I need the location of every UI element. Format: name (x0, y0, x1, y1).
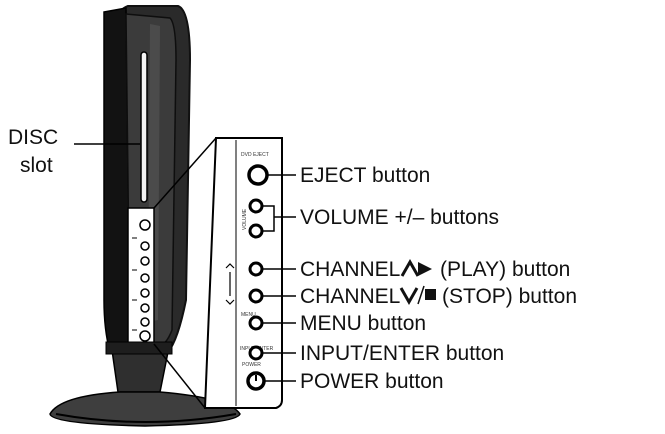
tv-body (49, 5, 241, 427)
channel-down-label: CHANNEL (STOP) button (300, 285, 577, 308)
channel-up-label-prefix: CHANNEL (300, 258, 400, 281)
volume-label: VOLUME +/– buttons (300, 206, 499, 229)
stand-base (49, 391, 241, 427)
side-input-knob (140, 317, 150, 327)
stand-neck-collar (105, 341, 173, 355)
disc-slot-opening (140, 51, 148, 203)
panel-mark-volume: VOLUME (242, 208, 248, 230)
input-enter-button[interactable] (248, 345, 264, 361)
menu-label: MENU button (300, 312, 426, 335)
panel-mark-menu: MENU (241, 312, 256, 318)
side-menu-knob (140, 303, 150, 313)
callout-lines (74, 143, 296, 382)
menu-button[interactable] (248, 315, 264, 331)
channel-down-label-suffix: (STOP) button (442, 285, 577, 308)
channel-up-label-suffix: (PLAY) button (440, 258, 570, 281)
eject-button[interactable] (247, 164, 269, 186)
panel-mark-power: POWER (242, 362, 261, 368)
caret-down-stop-icon (399, 285, 436, 306)
labels: DISC slot EJECT button VOLUME +/– button… (8, 126, 577, 393)
panel-mark-dvd-eject: DVD EJECT (241, 152, 269, 158)
eject-label: EJECT button (300, 164, 430, 187)
zoom-leader-lines (153, 137, 217, 409)
volume-up-button[interactable] (248, 198, 264, 214)
enlarged-control-panel: DVD EJECT VOLUME MENU INPUT ENTER POWER (203, 137, 283, 409)
side-power-knob (139, 330, 151, 342)
stand-neck (111, 349, 169, 393)
channel-up-label: CHANNEL (PLAY) button (300, 258, 570, 281)
input-enter-label: INPUT/ENTER button (300, 342, 504, 365)
side-eject-knob (139, 219, 151, 231)
disc-label-line2: slot (20, 154, 53, 177)
caret-up-play-icon (400, 258, 432, 277)
side-volume-down-knob (140, 256, 150, 266)
channel-down-label-prefix: CHANNEL (300, 285, 400, 308)
side-channel-up-knob (140, 273, 150, 283)
channel-down-button[interactable] (248, 288, 264, 304)
power-label: POWER button (300, 370, 444, 393)
stand-base-shadow (55, 413, 237, 423)
panel-buttons (246, 164, 269, 391)
disc-label-line1: DISC (8, 126, 58, 149)
side-control-buttons (139, 219, 151, 342)
channel-up-button[interactable] (248, 261, 264, 277)
panel-channel-marks (225, 263, 235, 305)
side-volume-up-knob (140, 241, 150, 251)
side-channel-down-knob (140, 288, 150, 298)
volume-down-button[interactable] (248, 223, 264, 239)
volume-bracket (262, 205, 296, 232)
